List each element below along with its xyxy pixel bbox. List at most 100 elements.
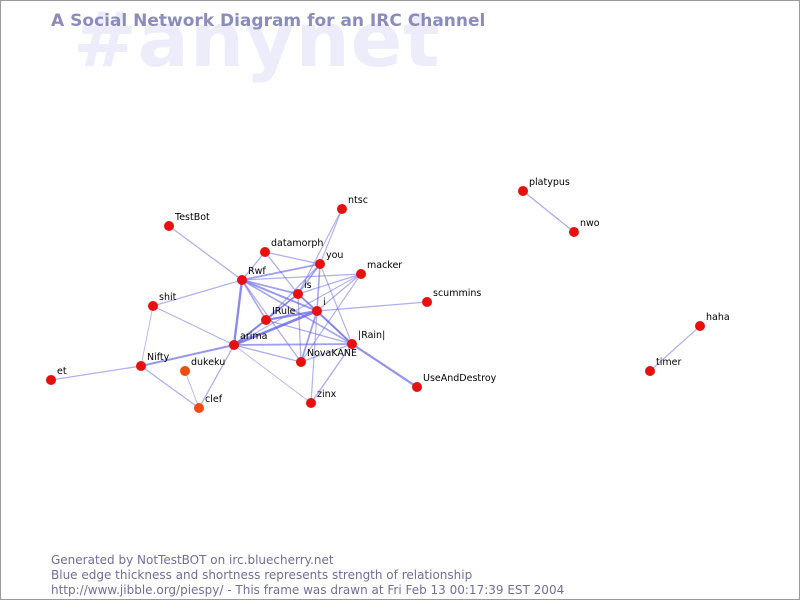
page-title: A Social Network Diagram for an IRC Chan… — [51, 11, 486, 31]
node-label: ntsc — [348, 195, 368, 206]
node-you: you — [315, 250, 343, 269]
node-Rwf: Rwf — [237, 266, 266, 285]
edge-Rwf-arima — [232, 278, 244, 347]
node-label: Rwf — [248, 266, 266, 277]
node-dot — [645, 366, 655, 376]
node-dot — [293, 289, 303, 299]
node-label: clef — [205, 394, 223, 405]
node-label: haha — [706, 312, 730, 323]
edge-is-NovaKANE — [297, 293, 302, 363]
node-dot — [237, 275, 247, 285]
edge-Rwf-i — [241, 279, 318, 312]
edge-arima-zinx — [233, 344, 312, 404]
footer-notes: Generated by NotTestBOT on irc.bluecherr… — [51, 553, 564, 598]
node-dot — [46, 375, 56, 385]
edge-arima-NovaKANE — [233, 344, 302, 363]
node-clef: clef — [194, 394, 223, 413]
edge-arima-Nifty — [140, 344, 235, 367]
edge-i-NovaKANE — [300, 310, 318, 363]
node-label: |Rain| — [358, 330, 385, 341]
edge-IRainI-zinx — [310, 343, 353, 404]
edge-IRule-arima — [233, 319, 267, 346]
node-platypus: platypus — [518, 177, 570, 196]
node-label: Nifty — [147, 352, 170, 363]
node-dot — [518, 186, 528, 196]
node-label: nwo — [580, 218, 600, 229]
node-label: UseAndDestroy — [423, 373, 497, 384]
node-dukeku: dukeku — [180, 357, 225, 376]
node-ntsc: ntsc — [337, 195, 368, 214]
node-haha: haha — [695, 312, 730, 331]
edge-you-is — [297, 263, 321, 295]
edge-shit-Nifty — [140, 305, 154, 367]
edge-you-Rwf — [241, 263, 321, 281]
edge-Rwf-shit — [152, 279, 243, 307]
node-label: is — [304, 280, 312, 291]
node-dot — [356, 269, 366, 279]
node-dot — [229, 340, 239, 350]
edge-i-IRainI — [316, 310, 353, 345]
edge-haha-timer — [649, 325, 701, 372]
node-dot — [261, 315, 271, 325]
node-macker: macker — [356, 260, 402, 279]
node-label: IRule — [272, 306, 296, 317]
edge-dukeku-clef — [184, 370, 200, 409]
node-label: et — [57, 366, 67, 377]
edge-IRule-IRainI — [265, 319, 353, 345]
node-label: zinx — [317, 389, 337, 400]
node-IRule: IRule — [261, 306, 296, 325]
node-label: shit — [159, 292, 177, 303]
edge-macker-i — [316, 273, 362, 312]
node-shit: shit — [148, 292, 177, 311]
node-dot — [312, 306, 322, 316]
edge-IRainI-NovaKANE — [300, 343, 353, 363]
node-nwo: nwo — [569, 218, 600, 237]
node-label: you — [326, 250, 343, 261]
node-dot — [412, 382, 422, 392]
node-is: is — [293, 280, 312, 299]
node-scummins: scummins — [422, 288, 481, 307]
node-timer: timer — [645, 357, 681, 376]
node-dot — [180, 366, 190, 376]
node-IRainI: |Rain| — [347, 330, 385, 349]
node-dot — [148, 301, 158, 311]
node-label: macker — [367, 260, 402, 271]
node-label: dukeku — [191, 357, 225, 368]
edge-macker-is — [297, 273, 362, 295]
edge-ntsc-you — [319, 208, 343, 265]
node-datamorph: datamorph — [260, 238, 323, 257]
node-dot — [306, 398, 316, 408]
node-label: arima — [240, 331, 267, 342]
edge-Nifty-clef — [140, 365, 200, 409]
edge-arima-IRainI — [233, 343, 353, 346]
edge-you-IRainI — [319, 263, 353, 345]
node-zinx: zinx — [306, 389, 337, 408]
node-label: NovaKANE — [307, 348, 357, 359]
node-label: platypus — [529, 177, 570, 188]
node-label: timer — [656, 357, 681, 368]
edge-layer — [50, 190, 701, 409]
node-NovaKANE: NovaKANE — [296, 348, 357, 367]
node-dot — [164, 221, 174, 231]
node-et: et — [46, 366, 67, 385]
edge-Nifty-et — [50, 365, 142, 381]
edge-datamorph-you — [264, 251, 321, 265]
node-label: datamorph — [271, 238, 323, 249]
node-Nifty: Nifty — [136, 352, 170, 371]
node-dot — [337, 204, 347, 214]
edge-Rwf-IRainI — [241, 279, 353, 345]
node-dot — [194, 403, 204, 413]
edge-datamorph-is — [264, 251, 299, 295]
channel-watermark: #anynet — [73, 0, 441, 84]
node-i: i — [312, 297, 326, 316]
node-dot — [260, 247, 270, 257]
node-label: i — [323, 297, 326, 308]
edge-platypus-nwo — [522, 190, 575, 233]
node-UseAndDestroy: UseAndDestroy — [412, 373, 497, 392]
node-dot — [315, 259, 325, 269]
edge-datamorph-Rwf — [241, 251, 266, 281]
edge-IRainI-UseAndDestroy — [350, 342, 419, 389]
node-dot — [569, 227, 579, 237]
